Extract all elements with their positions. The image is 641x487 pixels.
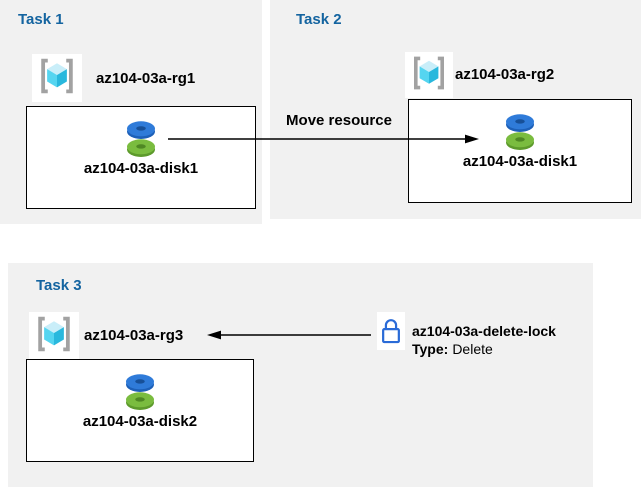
- task1-resource-group-tile: [32, 54, 82, 102]
- arrow-left-icon: [207, 330, 371, 340]
- task1-panel: Task 1 az104-03a-rg1: [0, 0, 262, 224]
- disk-icon: [498, 111, 542, 156]
- task1-title: Task 1: [18, 11, 64, 28]
- task2-resource-box: az104-03a-disk1: [408, 99, 632, 203]
- task3-panel: Task 3 az104-03a-rg3: [8, 263, 593, 487]
- task3-resource-box: az104-03a-disk2: [26, 359, 254, 462]
- task2-resource-group-tile: [405, 52, 453, 98]
- disk-icon: [119, 118, 163, 163]
- task1-disk-label: az104-03a-disk1: [83, 160, 199, 177]
- task2-disk-label: az104-03a-disk1: [462, 153, 578, 170]
- task3-disk-label: az104-03a-disk2: [82, 413, 198, 430]
- task2-title: Task 2: [296, 11, 342, 28]
- resource-group-icon: [33, 314, 75, 359]
- task2-resource-group-label: az104-03a-rg2: [455, 66, 555, 83]
- task3-resource-group-label: az104-03a-rg3: [84, 327, 184, 344]
- task2-panel: Task 2 az104-03a-rg2: [270, 0, 641, 219]
- lock-type-value: Delete: [452, 341, 493, 357]
- task3-title: Task 3: [36, 277, 82, 294]
- move-resource-label: Move resource: [286, 112, 392, 129]
- lock-type-label: Type:: [412, 341, 449, 357]
- lock-icon: [377, 312, 405, 350]
- lock-annotation: az104-03a-delete-lock Type:Delete: [412, 322, 556, 358]
- resource-group-icon: [36, 56, 78, 101]
- task1-resource-box: az104-03a-disk1: [26, 106, 256, 209]
- task3-resource-group-tile: [29, 312, 79, 360]
- arrow-right-icon: [168, 134, 479, 144]
- resource-group-icon: [409, 54, 449, 97]
- lock-type-line: Type:Delete: [412, 340, 556, 358]
- task1-resource-group-label: az104-03a-rg1: [96, 70, 196, 87]
- disk-icon: [118, 371, 162, 416]
- lock-name-label: az104-03a-delete-lock: [412, 323, 556, 339]
